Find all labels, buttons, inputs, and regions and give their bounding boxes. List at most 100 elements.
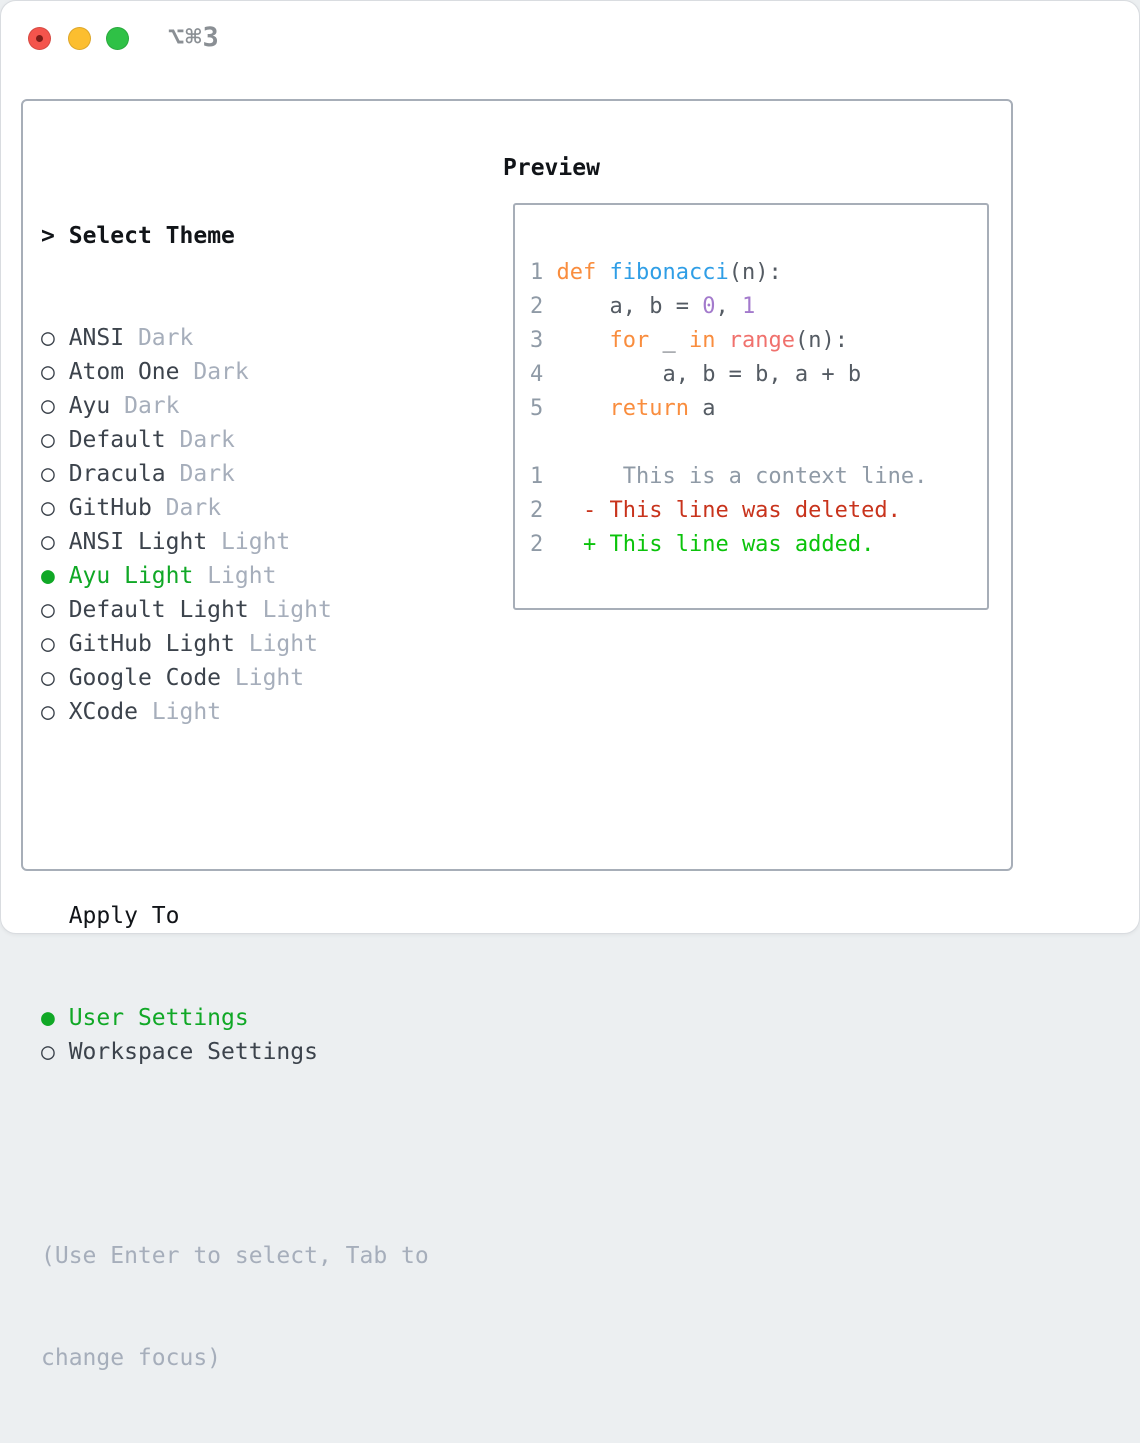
theme-variant-label: Dark xyxy=(137,325,194,351)
code-segment xyxy=(557,396,610,421)
code-segment: (n): xyxy=(794,328,848,353)
app-window: ⌥⌘3 > Select Theme ○ ANSI Dark○ Atom One… xyxy=(0,0,1140,1371)
code-segment xyxy=(715,328,728,353)
line-number: 1 xyxy=(530,260,557,285)
code-line: 2 + This line was added. xyxy=(530,528,987,562)
theme-option[interactable]: ○ GitHub Dark xyxy=(41,491,429,525)
theme-picker-box: > Select Theme ○ ANSI Dark○ Atom One Dar… xyxy=(21,99,1013,1371)
theme-option[interactable]: ○ Atom One Dark xyxy=(41,355,429,389)
line-number: 2 xyxy=(530,498,557,523)
theme-option[interactable]: ○ Google Code Light xyxy=(41,661,429,695)
theme-option-label: Atom One xyxy=(68,359,180,385)
theme-option-label: GitHub xyxy=(68,495,152,521)
theme-variant-label: Dark xyxy=(165,495,222,521)
code-segment: 0 xyxy=(702,294,716,319)
code-segment: def xyxy=(556,260,610,285)
radio-unselected-icon: ○ xyxy=(41,461,69,487)
theme-option-label: Ayu xyxy=(68,393,111,419)
code-segment: return xyxy=(609,396,689,421)
theme-option[interactable]: ○ Dracula Dark xyxy=(41,457,429,491)
line-number: 3 xyxy=(530,328,557,353)
radio-selected-icon: ● xyxy=(41,563,69,589)
zoom-button[interactable] xyxy=(106,27,129,50)
theme-option-label: XCode xyxy=(68,699,138,725)
code-line: 5 return a xyxy=(530,392,987,426)
code-segment: 1 xyxy=(741,294,756,319)
code-segment: range xyxy=(728,328,795,353)
code-line xyxy=(530,426,987,460)
code-segment: - This line was deleted. xyxy=(583,498,901,523)
line-number: 1 xyxy=(530,464,557,489)
theme-option[interactable]: ○ Default Dark xyxy=(41,423,429,457)
code-line: 2 - This line was deleted. xyxy=(530,494,987,528)
hint-text-line-1: (Use Enter to select, Tab to xyxy=(41,1243,429,1269)
select-theme-header: > Select Theme xyxy=(41,219,429,253)
line-number: 5 xyxy=(530,396,557,421)
code-segment: a, b = b, a + b xyxy=(556,362,862,387)
radio-unselected-icon: ○ xyxy=(41,597,69,623)
code-line: 4 a, b = b, a + b xyxy=(530,358,987,392)
theme-variant-label: Light xyxy=(248,631,318,657)
window-title: ⌥⌘3 xyxy=(168,22,220,53)
theme-option-label: Default xyxy=(68,427,166,453)
theme-panel: > Select Theme ○ ANSI Dark○ Atom One Dar… xyxy=(41,151,429,1443)
radio-unselected-icon: ○ xyxy=(41,427,69,453)
focus-caret-icon: > xyxy=(41,223,55,249)
code-segment: _ xyxy=(649,328,689,353)
theme-option[interactable]: ○ ANSI Light Light xyxy=(41,525,429,559)
theme-variant-label: Light xyxy=(207,563,277,589)
theme-option[interactable]: ○ Ayu Dark xyxy=(41,389,429,423)
theme-option-label: GitHub Light xyxy=(68,631,235,657)
theme-option[interactable]: ○ ANSI Dark xyxy=(41,321,429,355)
radio-unselected-icon: ○ xyxy=(41,529,69,555)
apply-option[interactable]: ○ Workspace Settings xyxy=(41,1035,429,1069)
apply-option[interactable]: ● User Settings xyxy=(41,1001,429,1035)
select-theme-label: Select Theme xyxy=(68,223,235,249)
theme-variant-label: Dark xyxy=(179,461,235,487)
preview-header: Preview xyxy=(503,155,600,181)
code-segment: for xyxy=(609,328,650,353)
close-dot-icon xyxy=(36,35,43,42)
radio-unselected-icon: ○ xyxy=(41,699,69,725)
theme-option[interactable]: ○ GitHub Light Light xyxy=(41,627,429,661)
theme-option-label: ANSI Light xyxy=(68,529,208,555)
apply-option-label: Workspace Settings xyxy=(68,1039,318,1065)
theme-variant-label: Light xyxy=(234,665,305,691)
code-line: 1 This is a context line. xyxy=(530,460,987,494)
theme-variant-label: Light xyxy=(262,597,332,623)
theme-option[interactable]: ○ XCode Light xyxy=(41,695,429,729)
apply-to-header: Apply To xyxy=(41,899,429,933)
radio-unselected-icon: ○ xyxy=(41,393,69,419)
radio-unselected-icon: ○ xyxy=(41,359,69,385)
code-segment: (n): xyxy=(728,260,782,285)
hint-text-line-2: change focus) xyxy=(41,1345,222,1371)
code-segment: This is a context line. xyxy=(556,464,928,489)
code-segment xyxy=(557,328,610,353)
theme-option[interactable]: ○ Default Light Light xyxy=(41,593,429,627)
theme-option-label: Dracula xyxy=(68,461,166,487)
code-segment: a xyxy=(688,396,716,421)
radio-unselected-icon: ○ xyxy=(41,665,69,691)
radio-unselected-icon: ○ xyxy=(41,325,69,351)
code-segment: + This line was added. xyxy=(583,532,875,557)
theme-option-label: Google Code xyxy=(68,665,222,691)
code-segment xyxy=(557,498,584,523)
apply-to-list: ● User Settings○ Workspace Settings xyxy=(41,1001,429,1069)
theme-option[interactable]: ● Ayu Light Light xyxy=(41,559,429,593)
close-button[interactable] xyxy=(28,27,51,50)
titlebar: ⌥⌘3 xyxy=(1,1,1139,77)
apply-to-label: Apply To xyxy=(68,903,180,929)
code-line: 2 a, b = 0, 1 xyxy=(530,290,987,324)
theme-variant-label: Light xyxy=(221,529,291,555)
line-number: 2 xyxy=(530,532,557,557)
radio-selected-icon: ● xyxy=(41,1005,69,1031)
line-number: 2 xyxy=(530,294,557,319)
apply-option-label: User Settings xyxy=(68,1005,249,1031)
minimize-button[interactable] xyxy=(68,27,91,50)
code-segment: , xyxy=(715,294,742,319)
radio-unselected-icon: ○ xyxy=(41,631,69,657)
code-segment: a, b = xyxy=(556,294,703,319)
theme-variant-label: Light xyxy=(151,699,222,725)
